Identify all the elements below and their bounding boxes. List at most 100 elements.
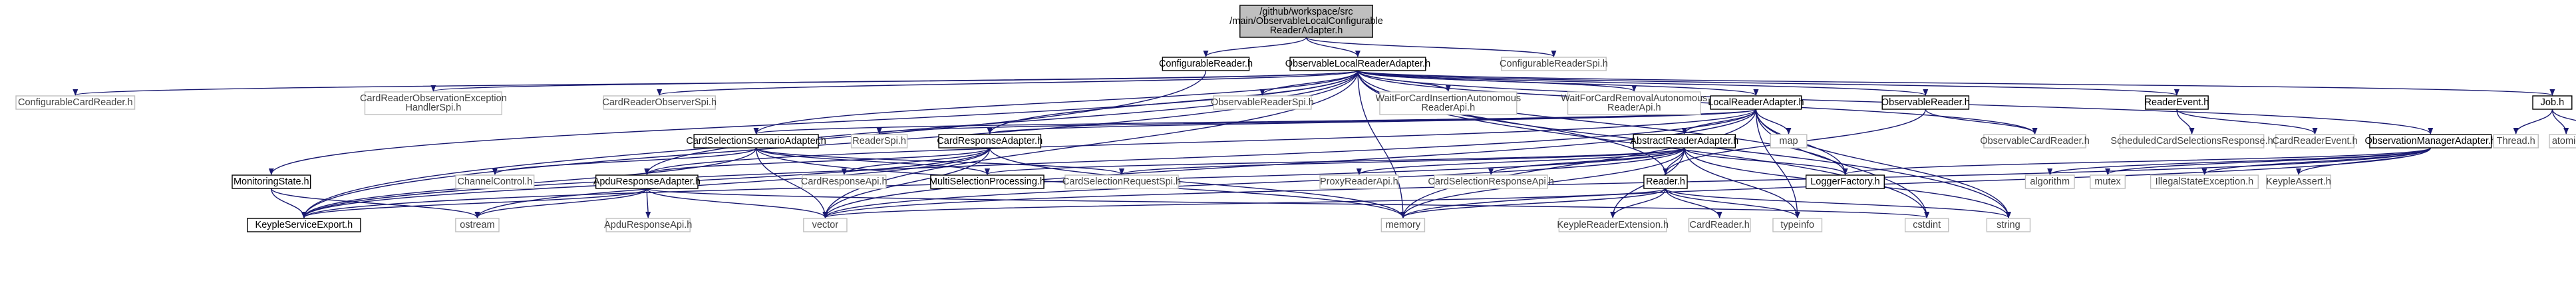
node-card-reader-observer-spi-h: CardReaderObserverSpi.h: [602, 95, 717, 110]
node-card-selection-scenario-adapter-h[interactable]: CardSelectionScenarioAdapter.h: [686, 134, 826, 149]
node-label: mutex: [2094, 176, 2121, 187]
node-card-response-api-h: CardResponseApi.h: [801, 174, 887, 189]
dependency-edge: [753, 70, 1359, 135]
dependency-edge: [985, 147, 1685, 175]
node-label: Job.h: [2541, 97, 2564, 108]
dependency-edge: [1665, 188, 2011, 218]
node-reader-event-h[interactable]: ReaderEvent.h: [2144, 95, 2209, 110]
node-atomic: atomic: [2549, 134, 2576, 149]
dependency-edge: [1305, 37, 1361, 57]
node-box: [803, 218, 848, 232]
node-label: CardResponseApi.h: [801, 176, 887, 187]
node-label: Reader.h: [1646, 176, 1685, 187]
node-label: MultiSelectionProcessing.h: [929, 176, 1045, 187]
node-box: [1434, 174, 1548, 189]
node-proxy-reader-api-h: ProxyReaderApi.h: [1319, 174, 1399, 189]
node-label: vector: [812, 220, 839, 230]
node-box: [1289, 57, 1426, 71]
node-label: /main/ObservableLocalConfigurable: [1229, 16, 1383, 27]
node-card-response-adapter-h[interactable]: CardResponseAdapter.h: [937, 134, 1043, 149]
node-typeinfo: typeinfo: [1772, 218, 1823, 232]
node-box: [1319, 174, 1399, 189]
node-apdu-response-adapter-h[interactable]: ApduResponseAdapter.h: [593, 174, 701, 189]
node-box: [1772, 218, 1823, 232]
node-apdu-response-api-h: ApduResponseApi.h: [604, 218, 692, 232]
dependency-edge: [1755, 109, 1792, 135]
dependency-edge: [645, 188, 651, 218]
node-root[interactable]: /github/workspace/src/main/ObservableLoc…: [1229, 5, 1383, 38]
node-box: [1213, 95, 1312, 110]
node-configurable-card-reader-h: ConfigurableCardReader.h: [15, 95, 136, 110]
node-abstract-reader-adapter-h[interactable]: AbstractReaderAdapter.h: [1630, 134, 1738, 149]
node-box: [1064, 174, 1179, 189]
node-label: CardResponseAdapter.h: [937, 136, 1043, 147]
node-label: ObservableReaderSpi.h: [1211, 97, 1314, 108]
node-box: [802, 174, 887, 189]
node-keyple-service-export-h[interactable]: KeypleServiceExport.h: [247, 218, 361, 232]
dependency-edge: [2551, 109, 2576, 121]
node-box: [1162, 57, 1250, 71]
node-label: memory: [1386, 220, 1421, 230]
node-illegal-state-exception-h: IllegalStateException.h: [2150, 174, 2259, 189]
node-wait-for-card-insertion-h: WaitForCardInsertionAutonomousReaderApi.…: [1376, 91, 1521, 115]
node-label: CardReaderObservationException: [360, 93, 507, 104]
node-label: ProxyReaderApi.h: [1320, 176, 1398, 187]
dependency-nodes: /github/workspace/src/main/ObservableLoc…: [15, 5, 2576, 232]
node-observable-reader-h[interactable]: ObservableReader.h: [1881, 95, 1970, 110]
node-multi-selection-processing-h[interactable]: MultiSelectionProcessing.h: [929, 174, 1045, 189]
node-box: [1983, 134, 2086, 149]
dependency-edge: [431, 70, 1359, 92]
dependency-edge: [1357, 147, 1685, 175]
node-logger-factory-h[interactable]: LoggerFactory.h: [1805, 174, 1885, 189]
node-string: string: [1986, 218, 2031, 232]
node-box: [930, 174, 1045, 189]
dependency-edge: [822, 147, 991, 218]
dependency-edge: [1610, 188, 1667, 218]
node-mutex: mutex: [2090, 174, 2126, 189]
node-label: ObservableReader.h: [1881, 97, 1970, 108]
node-observable-card-reader-h: ObservableCardReader.h: [1980, 134, 2090, 149]
node-box: [2532, 95, 2573, 110]
dependency-edge: [644, 70, 1359, 175]
node-label: map: [1779, 136, 1798, 147]
node-box: [1567, 91, 1701, 115]
node-vector: vector: [803, 218, 848, 232]
node-box: [1558, 218, 1667, 232]
dependency-edge: [1400, 188, 1667, 218]
node-configurable-reader-h[interactable]: ConfigurableReader.h: [1159, 57, 1253, 71]
dependency-edge: [2176, 109, 2195, 135]
node-card-reader-h: CardReader.h: [1688, 218, 1751, 232]
node-local-reader-adapter-h[interactable]: LocalReaderAdapter.h: [1708, 95, 1804, 110]
dependency-edge: [822, 147, 1685, 218]
node-reader-h[interactable]: Reader.h: [1643, 174, 1688, 189]
dependency-edge: [755, 147, 990, 175]
node-scheduled-card-selections-response-h: ScheduledCardSelectionsResponse.h: [2110, 134, 2273, 149]
node-keyple-assert-h: KeypleAssert.h: [2266, 174, 2332, 189]
node-box: [2144, 95, 2209, 110]
node-box: [364, 91, 502, 115]
node-label: ReaderAdapter.h: [1270, 25, 1343, 36]
node-monitoring-state-h[interactable]: MonitoringState.h: [232, 174, 311, 189]
node-job-h[interactable]: Job.h: [2532, 95, 2573, 110]
dependency-edge: [644, 147, 991, 175]
dependency-edge: [1684, 147, 1800, 218]
node-label: CardReaderObserverSpi.h: [602, 97, 717, 108]
dependency-edge: [1357, 70, 1848, 175]
node-box: [247, 218, 361, 232]
node-box: [2369, 134, 2492, 149]
node-box: [1710, 95, 1802, 110]
dependency-edge: [755, 147, 828, 218]
node-label: ObservableCardReader.h: [1980, 136, 2089, 147]
node-box: [1904, 218, 1949, 232]
node-observation-manager-adapter-h[interactable]: ObservationManagerAdapter.h: [2365, 134, 2497, 149]
node-label: cstdint: [1913, 220, 1941, 230]
dependency-edge: [646, 188, 828, 218]
node-observable-local-reader-adapter-h[interactable]: ObservableLocalReaderAdapter.h: [1285, 57, 1430, 71]
dependency-edge: [1755, 109, 1930, 218]
node-label: ReaderSpi.h: [852, 136, 906, 147]
dependency-edge: [1305, 37, 1557, 57]
node-label: CardReaderEvent.h: [2272, 136, 2357, 147]
dependency-edge: [301, 188, 648, 218]
node-label: /github/workspace/src: [1259, 7, 1353, 17]
